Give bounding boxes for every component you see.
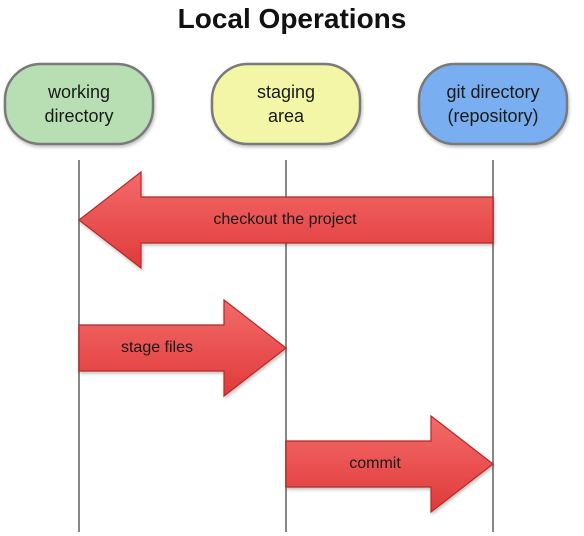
diagram-title: Local Operations: [177, 3, 407, 34]
checkout-arrow: [78, 170, 494, 270]
staging-area-box: [210, 62, 362, 146]
commit-arrow: [285, 414, 494, 514]
git-directory-box: [417, 62, 569, 146]
stage-files-arrow: [78, 298, 287, 398]
working-directory-box: [3, 62, 155, 146]
